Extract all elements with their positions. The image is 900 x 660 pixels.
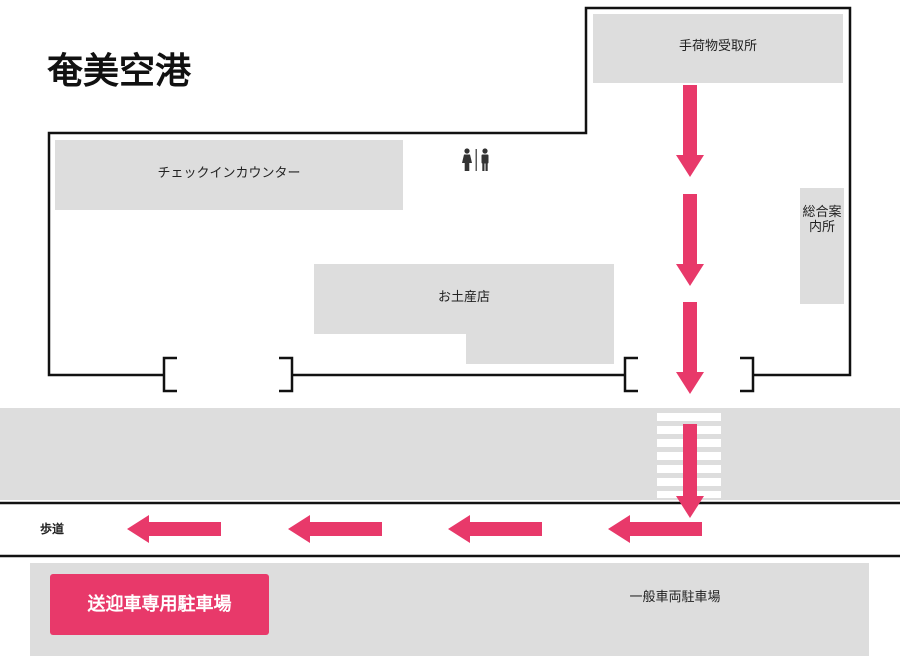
souvenir-shop-label: お土産店 [437,290,490,305]
baggage-claim-label: 手荷物受取所 [678,39,757,54]
route-arrow-icon [288,515,382,543]
information-desk-area [800,188,844,304]
route-arrow-icon [127,515,221,543]
map-title: 奄美空港 [47,51,192,92]
baggage-claim-area [593,14,843,83]
route-arrow-icon [676,194,704,286]
route-arrow-icon [608,515,702,543]
route-arrows-left [127,515,702,543]
route-arrow-icon [676,85,704,177]
information-desk-label: 総合案内所 [802,205,842,235]
souvenir-shop-area [314,264,614,364]
route-arrow-icon [448,515,542,543]
checkin-counter-label: チェックインカウンター [157,166,301,181]
general-parking-label: 一般車両駐車場 [629,590,721,605]
route-arrow-icon [676,302,704,394]
building-outline [47,6,852,377]
route-arrows-down [676,85,704,518]
pickup-parking-badge [50,574,269,635]
route-arrow-icon [676,424,704,518]
sidewalk-label: 歩道 [40,522,65,536]
road-band [0,408,900,500]
pickup-parking-label: 送迎車専用駐車場 [87,594,232,615]
restroom-icon [462,148,489,171]
checkin-counter-area [55,140,403,210]
entrance-markers [162,356,755,393]
